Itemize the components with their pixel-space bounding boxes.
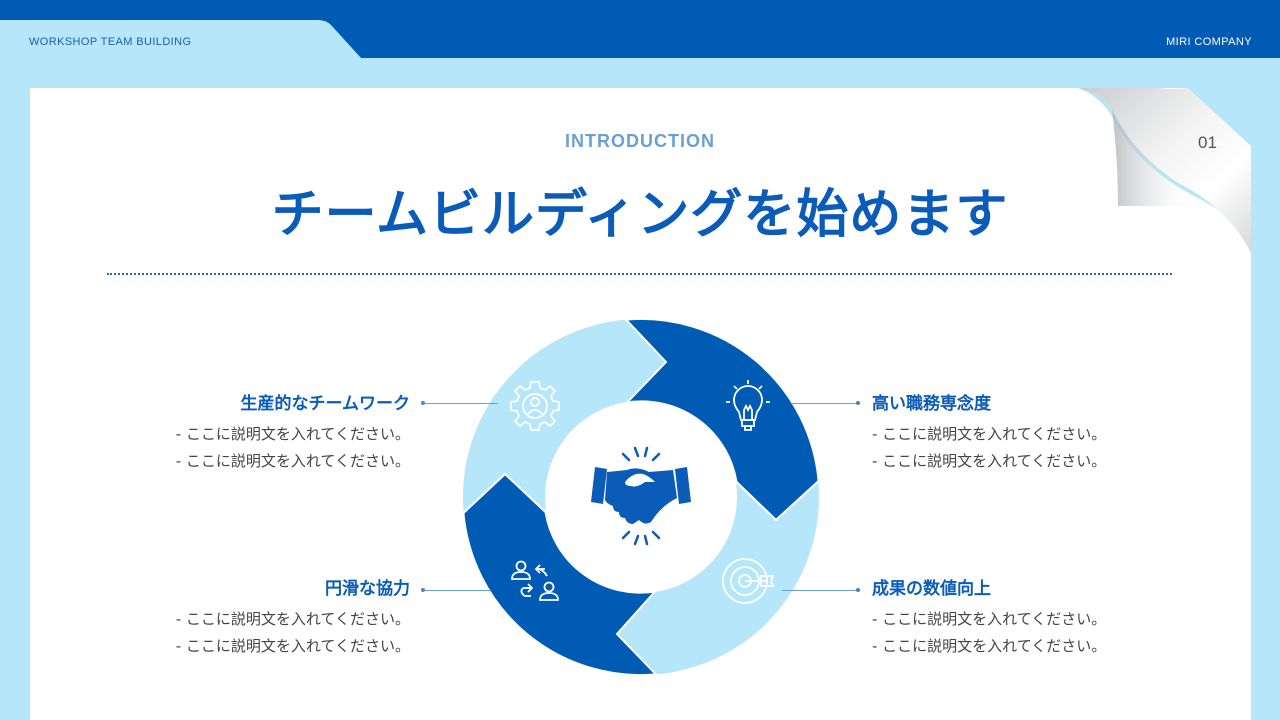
connector-line-bottom-right [782,590,858,591]
gear-person-icon [510,381,560,431]
dotted-divider [107,273,1172,275]
item-description: - ここに説明文を入れてください。 [872,425,1107,443]
handshake-icon [591,446,691,546]
arrow-segment-top-right [623,317,820,522]
separator-top-left [462,472,547,514]
item-heading: 生産的なチームワーク [240,394,411,414]
item-productive-teamwork: 生産的なチームワーク - ここに説明文を入れてください。 - ここに説明文を入れ… [110,393,410,475]
page-number: 01 [1198,133,1217,152]
item-description: - ここに説明文を入れてください。 [175,637,410,655]
people-exchange-icon [511,560,559,601]
connector-line-top-right [792,403,858,404]
arrow-segment-bottom-left [462,472,659,677]
slide-title: チームビルディングを始めます [271,185,1009,245]
item-heading: 成果の数値向上 [872,579,991,599]
separator-bottom-right [735,480,820,522]
item-description: - ここに説明文を入れてください。 [872,637,1107,655]
section-eyebrow: INTRODUCTION [565,131,715,151]
connector-dot-bottom-right [856,588,860,592]
item-description: - ここに説明文を入れてください。 [175,452,410,470]
connector-line-bottom-left [423,590,491,591]
page-curl-decoration [1078,88,1251,258]
item-description: - ここに説明文を入れてください。 [872,610,1107,628]
item-heading: 高い職務専念度 [872,394,991,414]
item-performance-improvement: 成果の数値向上 - ここに説明文を入れてください。 - ここに説明文を入れてくだ… [872,578,1172,660]
top-header-bar: WORKSHOP TEAM BUILDING MIRI COMPANY [0,0,1280,58]
item-smooth-cooperation: 円滑な協力 - ここに説明文を入れてください。 - ここに説明文を入れてください… [110,578,410,660]
connector-line-top-left [423,403,498,404]
target-icon [722,558,775,604]
company-name: MIRI COMPANY [1166,36,1252,48]
connector-dot-top-right [856,401,860,405]
lightbulb-icon [726,380,770,431]
item-heading: 円滑な協力 [325,579,410,599]
item-description: - ここに説明文を入れてください。 [872,452,1107,470]
item-description: - ここに説明文を入れてください。 [175,610,410,628]
item-high-engagement: 高い職務専念度 - ここに説明文を入れてください。 - ここに説明文を入れてくだ… [872,393,1172,475]
item-description: - ここに説明文を入れてください。 [175,425,410,443]
workshop-label: WORKSHOP TEAM BUILDING [29,36,192,48]
